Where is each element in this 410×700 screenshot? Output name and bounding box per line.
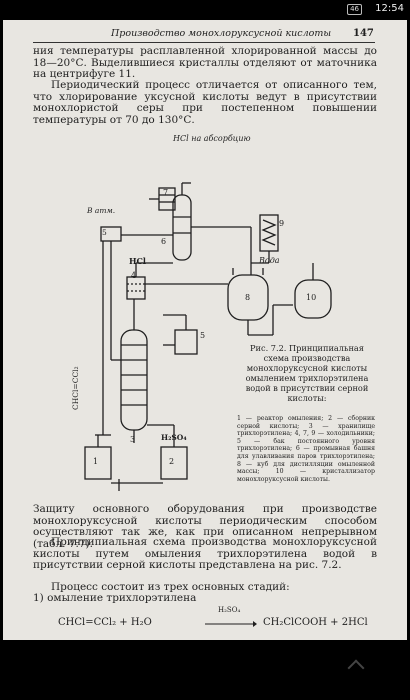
paragraph-4-text: Принципиальная схема производства монохл… <box>33 536 377 571</box>
process-diagram <box>84 182 332 491</box>
paragraph-2-text: Периодический процесс отличается от опис… <box>33 79 377 126</box>
equation-lhs: CHCl=CCl₂ + H₂O <box>58 617 152 628</box>
num-5: 5 <box>200 331 206 340</box>
label-chcl-ccl2: CHCl=CCl₂ <box>71 366 80 410</box>
status-bar: 46 12:54 <box>0 0 410 18</box>
paragraph-5-text: Процесс состоит из трех основных стадий: <box>51 581 290 593</box>
num-2: 2 <box>169 457 175 466</box>
label-h2so4: H₂SO₄ <box>161 433 187 442</box>
num-6: 6 <box>161 237 167 246</box>
constant-level-tank-5 <box>174 329 198 355</box>
paragraph-5: Процесс состоит из трех основных стадий: <box>33 581 377 594</box>
label-hcl-absorber: HCl на абсорбцию <box>173 134 251 143</box>
num-4: 4 <box>131 271 137 280</box>
label-to-atm: В атм. <box>87 206 116 215</box>
status-clock: 12:54 <box>375 3 404 14</box>
num-9: 9 <box>279 219 285 228</box>
figure-caption: Рис. 7.2. Принципиальная схема производс… <box>245 343 369 403</box>
running-title: Производство монохлоруксусной кислоты <box>111 28 332 39</box>
figure-7-2: HCl на абсорбцию В атм. HCl Вода CHCl=CC… <box>23 134 383 505</box>
num-1: 3 <box>130 435 136 444</box>
equation-catalyst: H₂SO₄ <box>218 606 241 614</box>
page-number: 147 <box>353 28 374 39</box>
bottom-bar <box>0 640 410 700</box>
wash-tower-6 <box>172 194 192 261</box>
paragraph-1: ния температуры расплавленной хлорирован… <box>33 45 377 80</box>
equation-rhs: CH₂ClCOOH + 2HCl <box>263 617 368 628</box>
battery-icon: 46 <box>347 4 362 15</box>
paragraph-3: Защиту основного оборудования при произв… <box>33 503 377 550</box>
num-10: 10 <box>306 293 317 302</box>
chevron-up-icon[interactable] <box>347 659 365 677</box>
label-hcl: HCl <box>129 256 146 266</box>
reaction-arrow-icon <box>205 621 257 627</box>
num-7: 7 <box>163 188 169 197</box>
paragraph-4: Принципиальная схема производства монохл… <box>33 536 377 572</box>
num-5-atm: 5 <box>102 228 107 237</box>
reaction-equation: CHCl=CCl₂ + H₂O H₂SO₄ CH₂ClCOOH + 2HCl <box>58 603 388 637</box>
paragraph-6: 1) омыление трихлорэтилена <box>33 592 197 604</box>
num-3: 1 <box>93 457 99 466</box>
cooler-4 <box>126 276 146 300</box>
header-rule <box>33 42 375 43</box>
figure-legend: 1 — реактор омыления; 2 — сборник серной… <box>237 415 375 483</box>
num-8: 8 <box>245 293 251 302</box>
book-page: Производство монохлоруксусной кислоты 14… <box>3 20 407 640</box>
label-water: Вода <box>259 256 280 265</box>
paragraph-2: Периодический процесс отличается от опис… <box>33 79 377 126</box>
